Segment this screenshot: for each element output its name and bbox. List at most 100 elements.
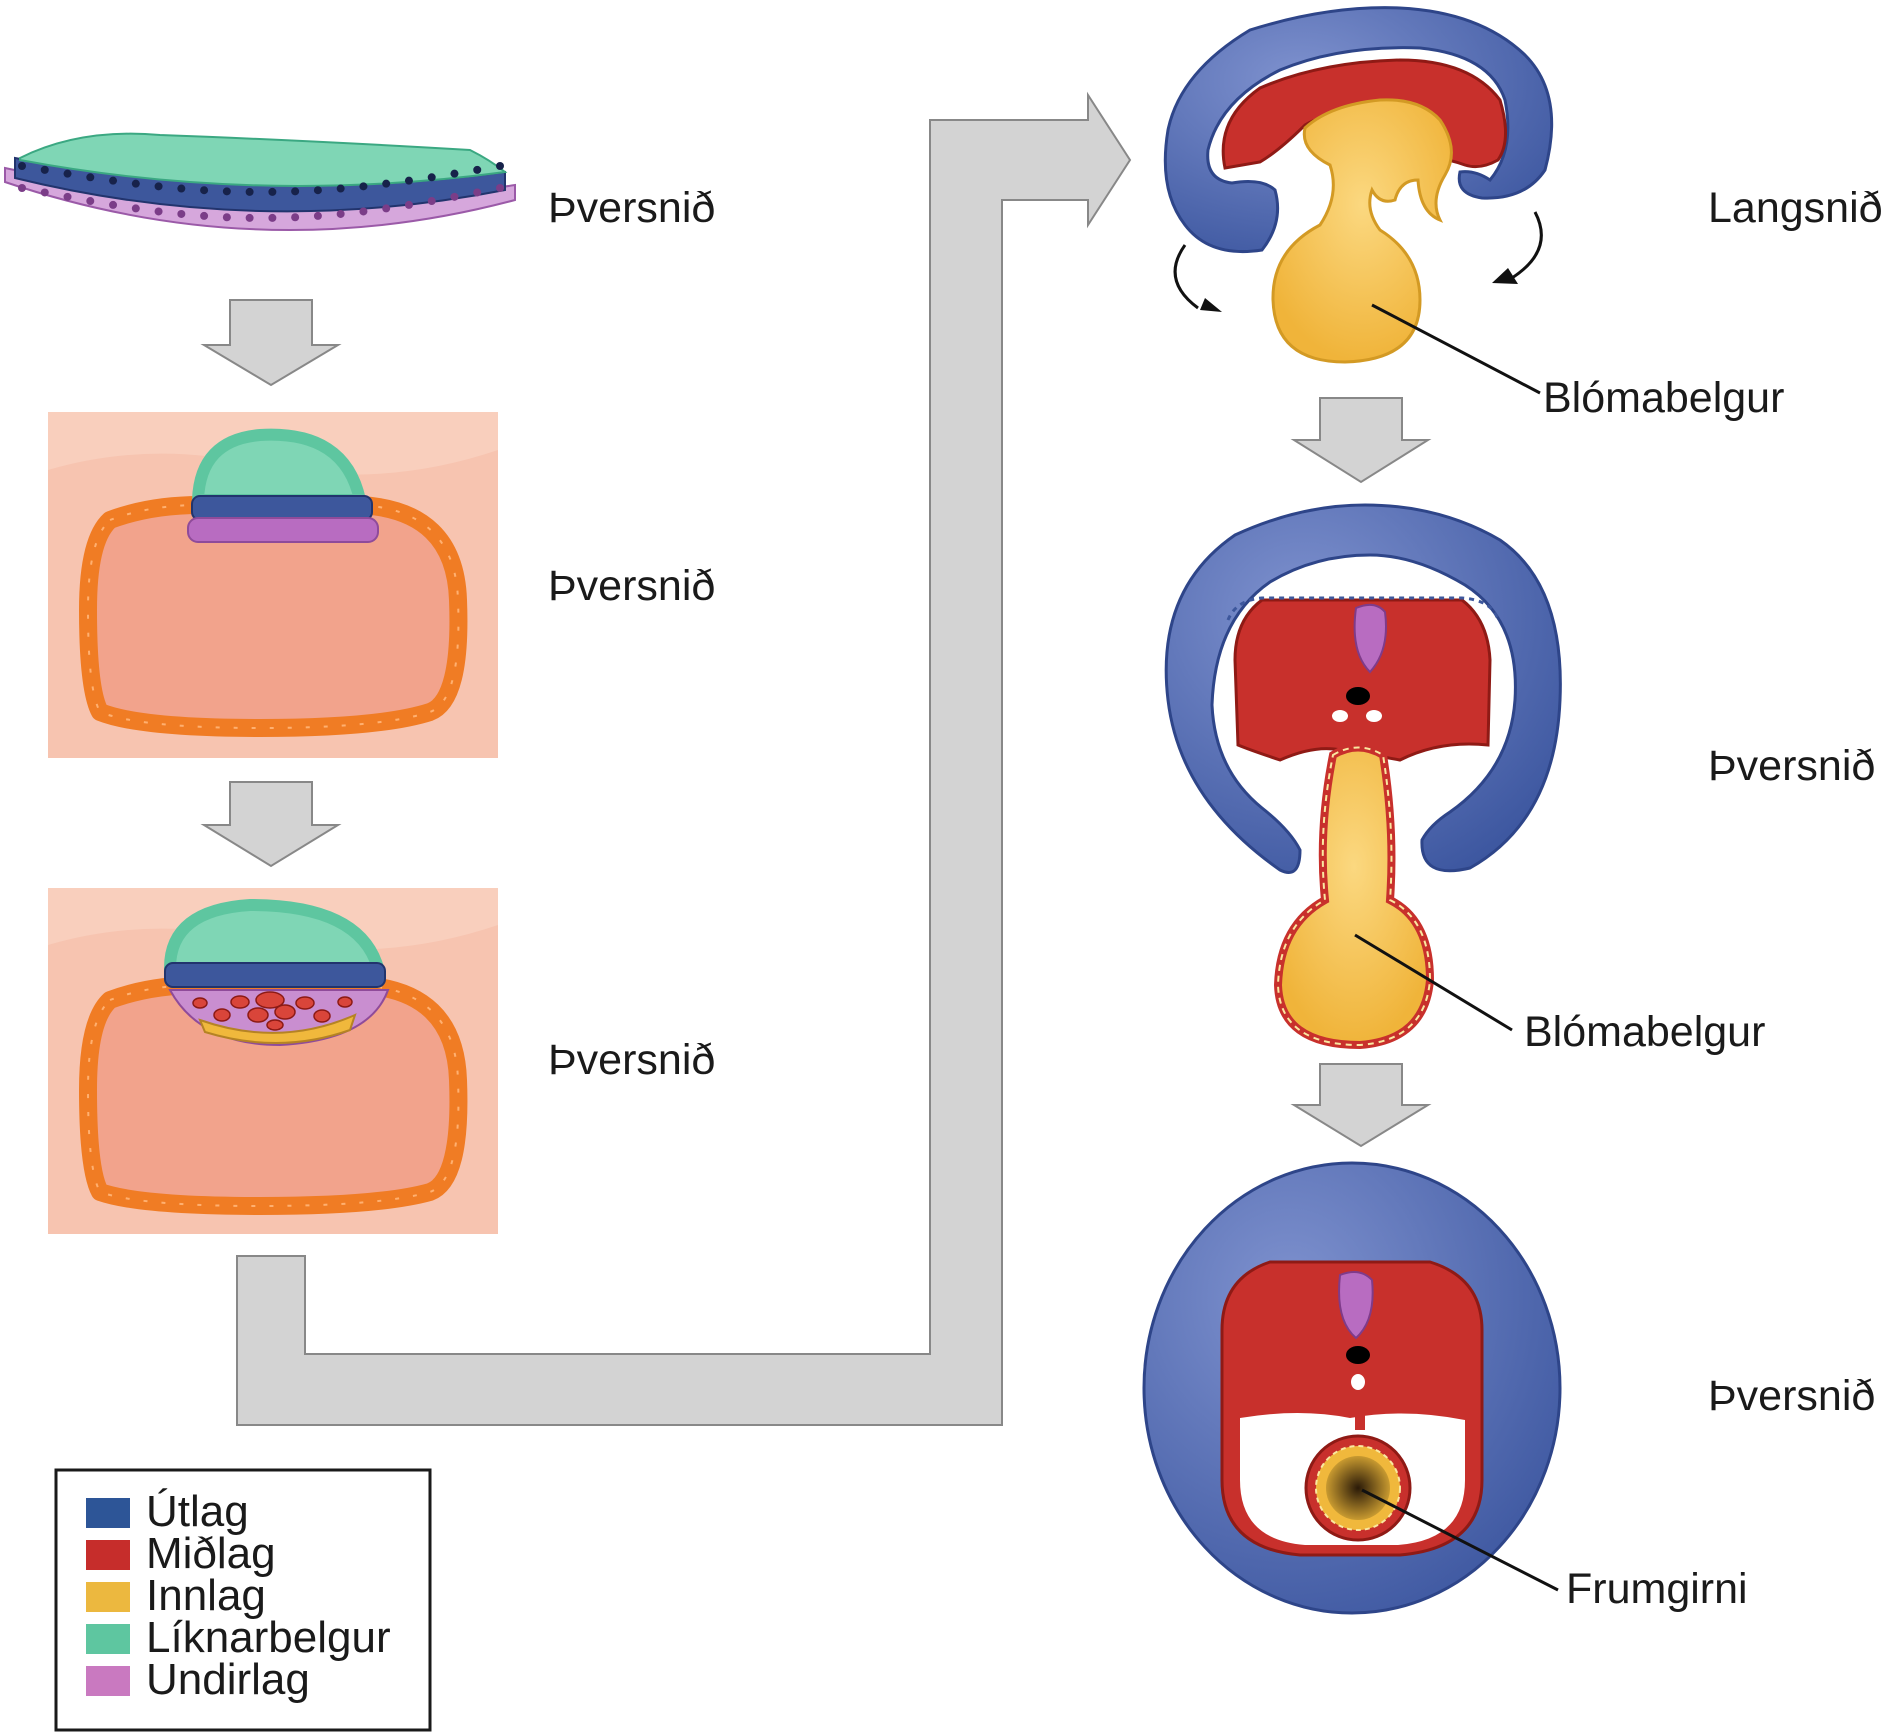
epiblast-cell-nucleus bbox=[109, 176, 118, 185]
stage-5-ectoderm bbox=[1164, 503, 1562, 874]
hypoblast-cell-nucleus bbox=[450, 192, 459, 201]
hypoblast-cell-nucleus bbox=[86, 197, 95, 206]
down-arrow-1 bbox=[200, 299, 342, 387]
stage-4-ectoderm bbox=[1163, 6, 1554, 254]
epiblast-cell-nucleus bbox=[427, 173, 436, 182]
epiblast-cell-nucleus bbox=[200, 186, 209, 195]
callout-yolk-sac-2: Blómabelgur bbox=[1524, 1008, 1765, 1056]
hypoblast-cell-nucleus bbox=[245, 213, 254, 222]
epiblast-cell-nucleus bbox=[382, 179, 391, 188]
callout-yolk-sac-1: Blómabelgur bbox=[1543, 374, 1784, 422]
epiblast-cell-nucleus bbox=[359, 182, 368, 191]
notochord bbox=[1346, 687, 1370, 705]
hypoblast-cell-nucleus bbox=[382, 204, 391, 213]
amnion-stage-3 bbox=[163, 898, 386, 974]
migrating-mesoderm-cells bbox=[192, 991, 353, 1031]
hypoblast-cell-nucleus bbox=[222, 213, 231, 222]
legend-swatch bbox=[86, 1666, 130, 1696]
neural-tube bbox=[1353, 603, 1387, 674]
stage-3-label: Þversnið bbox=[548, 1036, 715, 1084]
epiblast-cell-nucleus bbox=[291, 187, 300, 196]
stage-5-mesoderm bbox=[1233, 598, 1492, 762]
callout-primitive-gut: Frumgirni bbox=[1566, 1565, 1748, 1613]
stage-6-cross-section bbox=[1142, 1161, 1562, 1615]
stage-5-cross-section bbox=[1164, 503, 1562, 1050]
amniotic-cavity bbox=[19, 132, 508, 187]
stage-3-panel bbox=[48, 888, 498, 1234]
callout-line-yolk-1 bbox=[1371, 303, 1541, 395]
stage-1-label: Þversnið bbox=[548, 184, 715, 232]
hypoblast-cell-nucleus bbox=[496, 184, 504, 192]
epiblast-cell-nucleus bbox=[268, 187, 277, 196]
legend-label: Miðlag bbox=[146, 1529, 276, 1578]
hypoblast-cell-nucleus bbox=[313, 211, 322, 220]
stage-4-label: Langsnið bbox=[1708, 184, 1883, 232]
down-arrow-4 bbox=[1290, 1063, 1432, 1148]
epiblast-cell-nucleus bbox=[40, 165, 49, 174]
legend-label: Útlag bbox=[146, 1487, 249, 1536]
hypoblast-cell-nucleus bbox=[18, 184, 26, 192]
stage-1-cells bbox=[18, 162, 504, 222]
hypoblast-cell-nucleus bbox=[131, 204, 140, 213]
epiblast-cell-nucleus bbox=[336, 184, 345, 193]
hypoblast-cell-nucleus bbox=[40, 188, 49, 197]
hypoblast-stage-2 bbox=[187, 517, 379, 543]
epiblast-cell-nucleus bbox=[154, 182, 163, 191]
legend-label: Undirlag bbox=[146, 1655, 310, 1704]
stage-6-label: Þversnið bbox=[1708, 1372, 1875, 1420]
epiblast-cell-nucleus bbox=[177, 184, 186, 193]
stage-5-label: Þversnið bbox=[1708, 742, 1875, 790]
epiblast-cell-nucleus bbox=[473, 165, 482, 174]
epiblast-cell-nucleus bbox=[450, 169, 459, 178]
hypoblast-cell-nucleus bbox=[427, 197, 436, 206]
big-connector-arrow bbox=[236, 91, 1132, 1426]
fold-arrow-left bbox=[1173, 244, 1199, 310]
notochord-6 bbox=[1346, 1346, 1370, 1364]
hypoblast-cell-nucleus bbox=[177, 209, 186, 218]
legend-swatch bbox=[86, 1498, 130, 1528]
epiblast-cell-nucleus bbox=[86, 173, 95, 182]
epiblast-cell-nucleus bbox=[131, 179, 140, 188]
hypoblast-cell-nucleus bbox=[268, 213, 277, 222]
hypoblast-cell-nucleus bbox=[63, 192, 72, 201]
callout-line-gut bbox=[1361, 1488, 1559, 1592]
stage-2-label: Þversnið bbox=[548, 562, 715, 610]
epiblast-cell-nucleus bbox=[245, 187, 254, 196]
neural-tube-6 bbox=[1338, 1270, 1374, 1340]
down-arrow-2 bbox=[200, 781, 342, 868]
hypoblast-cell-nucleus bbox=[404, 200, 413, 209]
stage-5-yolk-sac bbox=[1273, 743, 1435, 1050]
legend-swatch bbox=[86, 1624, 130, 1654]
hypoblast-cell-nucleus bbox=[336, 209, 345, 218]
epiblast-cell-nucleus bbox=[222, 187, 231, 196]
hypoblast-cell-nucleus bbox=[359, 207, 368, 216]
epiblast-stage-3 bbox=[164, 962, 386, 988]
legend-swatch bbox=[86, 1582, 130, 1612]
hypoblast-cell-nucleus bbox=[200, 211, 209, 220]
fold-arrow-right bbox=[1511, 211, 1543, 280]
epiblast-cell-nucleus bbox=[313, 186, 322, 195]
stage-2-panel bbox=[48, 412, 498, 758]
legend-label: Innlag bbox=[146, 1571, 266, 1620]
epiblast-stage-2 bbox=[191, 495, 373, 521]
hypoblast-cell-nucleus bbox=[154, 207, 163, 216]
epiblast-cell-nucleus bbox=[496, 162, 504, 170]
hypoblast-cell-nucleus bbox=[109, 200, 118, 209]
epiblast-cell-nucleus bbox=[18, 162, 26, 170]
legend-swatch bbox=[86, 1540, 130, 1570]
down-arrow-3 bbox=[1290, 397, 1432, 484]
amnion-stage-2 bbox=[191, 428, 368, 506]
epiblast-cell-nucleus bbox=[404, 176, 413, 185]
hypoblast-cell-nucleus bbox=[473, 188, 482, 197]
stage-1-bilaminar-disc bbox=[4, 132, 516, 232]
hypoblast-cell-nucleus bbox=[291, 213, 300, 222]
epiblast-cell-nucleus bbox=[63, 169, 72, 178]
callout-line-yolk-2 bbox=[1354, 933, 1513, 1032]
legend-label: Líknarbelgur bbox=[146, 1613, 391, 1662]
stage-4-longitudinal bbox=[1163, 6, 1554, 364]
stage-4-yolk-sac bbox=[1271, 98, 1453, 364]
primitive-gut-lumen bbox=[1326, 1456, 1390, 1520]
